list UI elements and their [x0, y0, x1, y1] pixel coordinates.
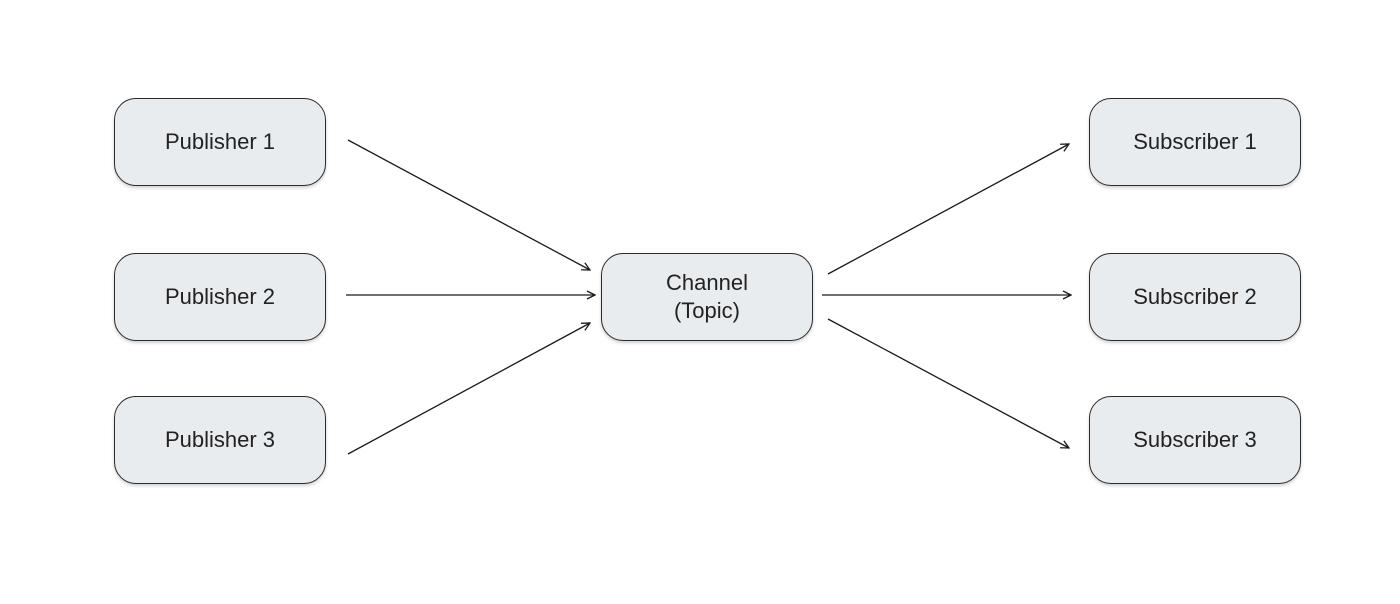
publisher-1-node: Publisher 1	[114, 98, 326, 186]
subscriber-2-label: Subscriber 2	[1133, 284, 1257, 309]
subscriber-2-node: Subscriber 2	[1089, 253, 1301, 341]
edge-channel-to-subscriber-3	[827, 318, 1069, 448]
subscriber-1-label: Subscriber 1	[1133, 129, 1257, 154]
channel-topic-node: Channel (Topic)	[601, 253, 813, 341]
publisher-2-label: Publisher 2	[164, 284, 276, 309]
channel-label-line-1: Channel	[666, 270, 748, 295]
subscriber-3-node: Subscriber 3	[1089, 396, 1301, 484]
publisher-2-node: Publisher 2	[114, 253, 326, 341]
edge-publisher-3-to-channel	[347, 323, 590, 455]
subscriber-1-node: Subscriber 1	[1089, 98, 1301, 186]
publisher-3-node: Publisher 3	[114, 396, 326, 484]
edge-channel-to-subscriber-1	[827, 144, 1069, 275]
channel-label: Channel (Topic)	[666, 269, 748, 325]
channel-label-line-2: (Topic)	[673, 298, 740, 323]
edge-publisher-1-to-channel	[347, 139, 590, 270]
publisher-3-label: Publisher 3	[164, 427, 276, 452]
publisher-1-label: Publisher 1	[164, 129, 276, 154]
subscriber-3-label: Subscriber 3	[1133, 427, 1257, 452]
